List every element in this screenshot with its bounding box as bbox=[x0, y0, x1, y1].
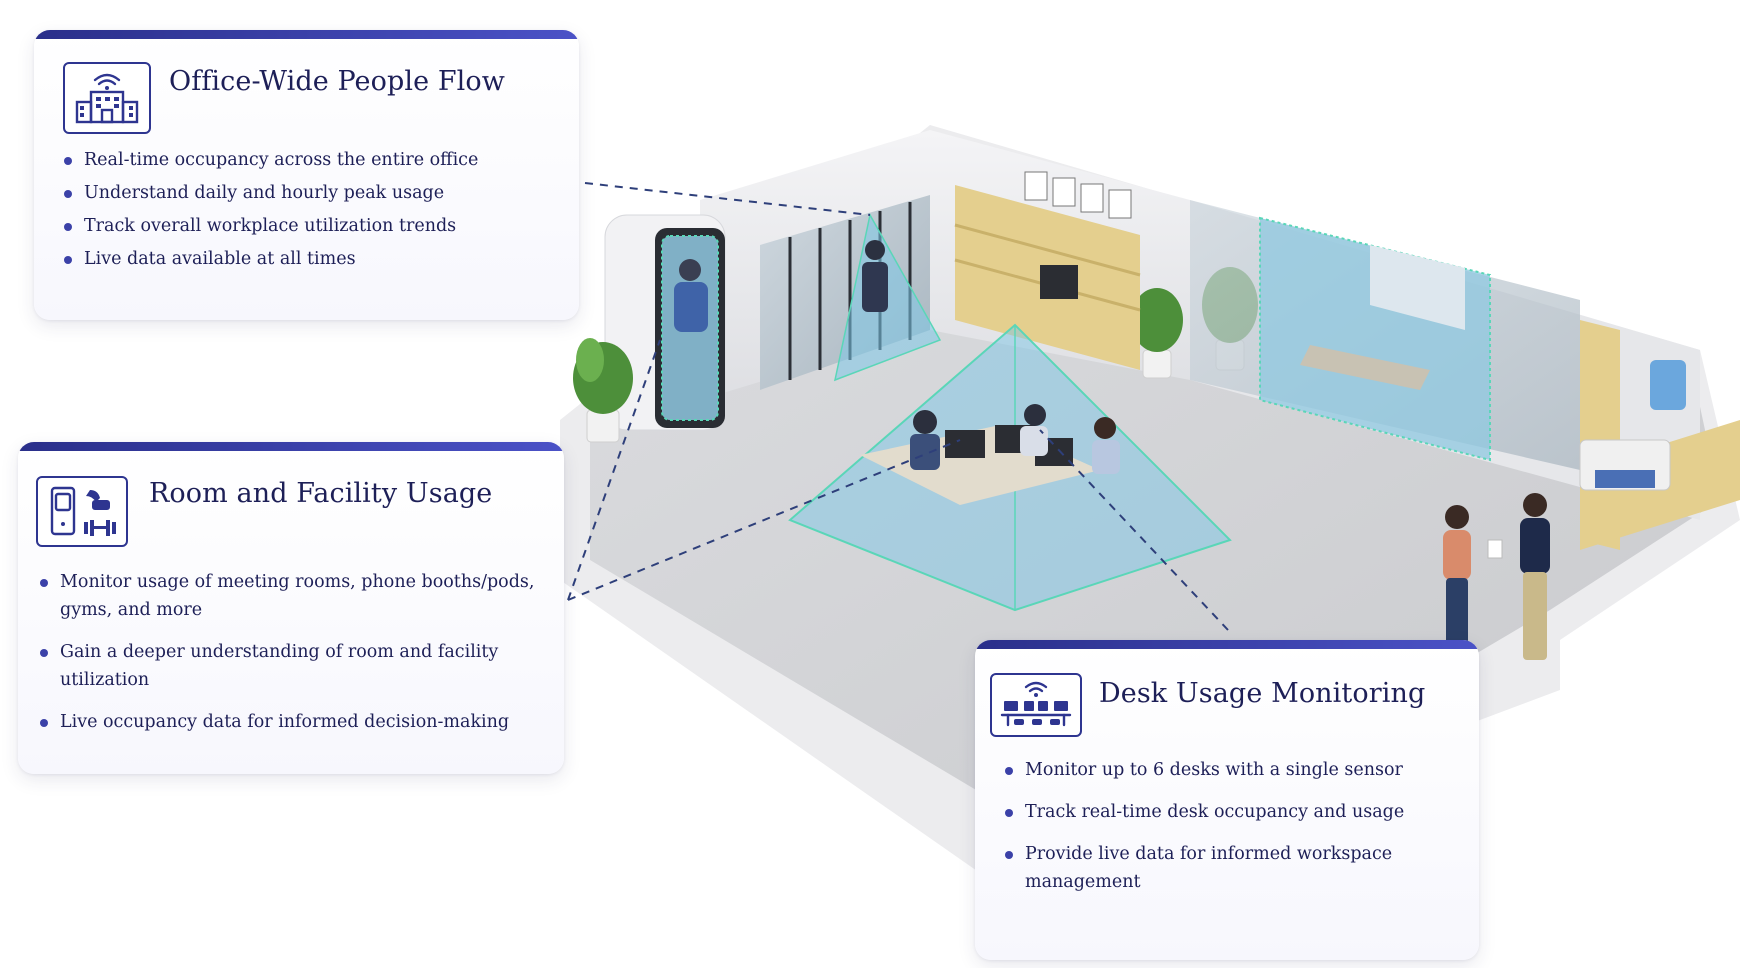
connector-lines bbox=[567, 182, 1229, 631]
list-item: Monitor up to 6 desks with a single sens… bbox=[1005, 756, 1465, 784]
people-flow-card: Office-Wide People Flow Real-time occupa… bbox=[34, 30, 579, 320]
bullet-list: Real-time occupancy across the entire of… bbox=[64, 146, 564, 278]
bullet-list: Monitor usage of meeting rooms, phone bo… bbox=[40, 568, 550, 750]
door-sensor-zone bbox=[833, 212, 942, 382]
potted-plant bbox=[573, 338, 633, 443]
desk-usage-card: Desk Usage Monitoring Monitor up to 6 de… bbox=[975, 640, 1479, 960]
list-item: Understand daily and hourly peak usage bbox=[64, 179, 564, 207]
desk-sensor-icon bbox=[990, 673, 1082, 737]
card-title: Room and Facility Usage bbox=[149, 478, 493, 509]
phone-booth-pod bbox=[604, 214, 726, 431]
potted-plant bbox=[1131, 288, 1183, 379]
list-item: Track real-time desk occupancy and usage bbox=[1005, 798, 1465, 826]
standing-people bbox=[1443, 493, 1550, 660]
list-item: Live data available at all times bbox=[64, 245, 564, 273]
storage-shelves bbox=[954, 185, 1740, 550]
bullet-list: Monitor up to 6 desks with a single sens… bbox=[1005, 756, 1465, 910]
card-accent-bar bbox=[18, 442, 564, 451]
list-item: Live occupancy data for informed decisio… bbox=[40, 708, 550, 736]
wall-frames bbox=[1024, 171, 1132, 219]
room-facility-icon bbox=[36, 476, 128, 547]
list-item: Gain a deeper understanding of room and … bbox=[40, 638, 550, 694]
list-item: Track overall workplace utilization tren… bbox=[64, 212, 564, 240]
list-item: Real-time occupancy across the entire of… bbox=[64, 146, 564, 174]
meeting-room bbox=[1190, 200, 1580, 470]
printer bbox=[1579, 360, 1686, 491]
list-item: Provide live data for informed workspace… bbox=[1005, 840, 1465, 896]
card-title: Office-Wide People Flow bbox=[169, 66, 505, 97]
list-item: Monitor usage of meeting rooms, phone bo… bbox=[40, 568, 550, 624]
card-title: Desk Usage Monitoring bbox=[1099, 678, 1426, 709]
room-facility-card: Room and Facility Usage Monitor usage of… bbox=[18, 442, 564, 774]
desk-cluster bbox=[788, 323, 1232, 612]
office-building-wifi-icon bbox=[63, 62, 151, 134]
card-accent-bar bbox=[34, 30, 579, 39]
card-accent-bar bbox=[975, 640, 1479, 649]
